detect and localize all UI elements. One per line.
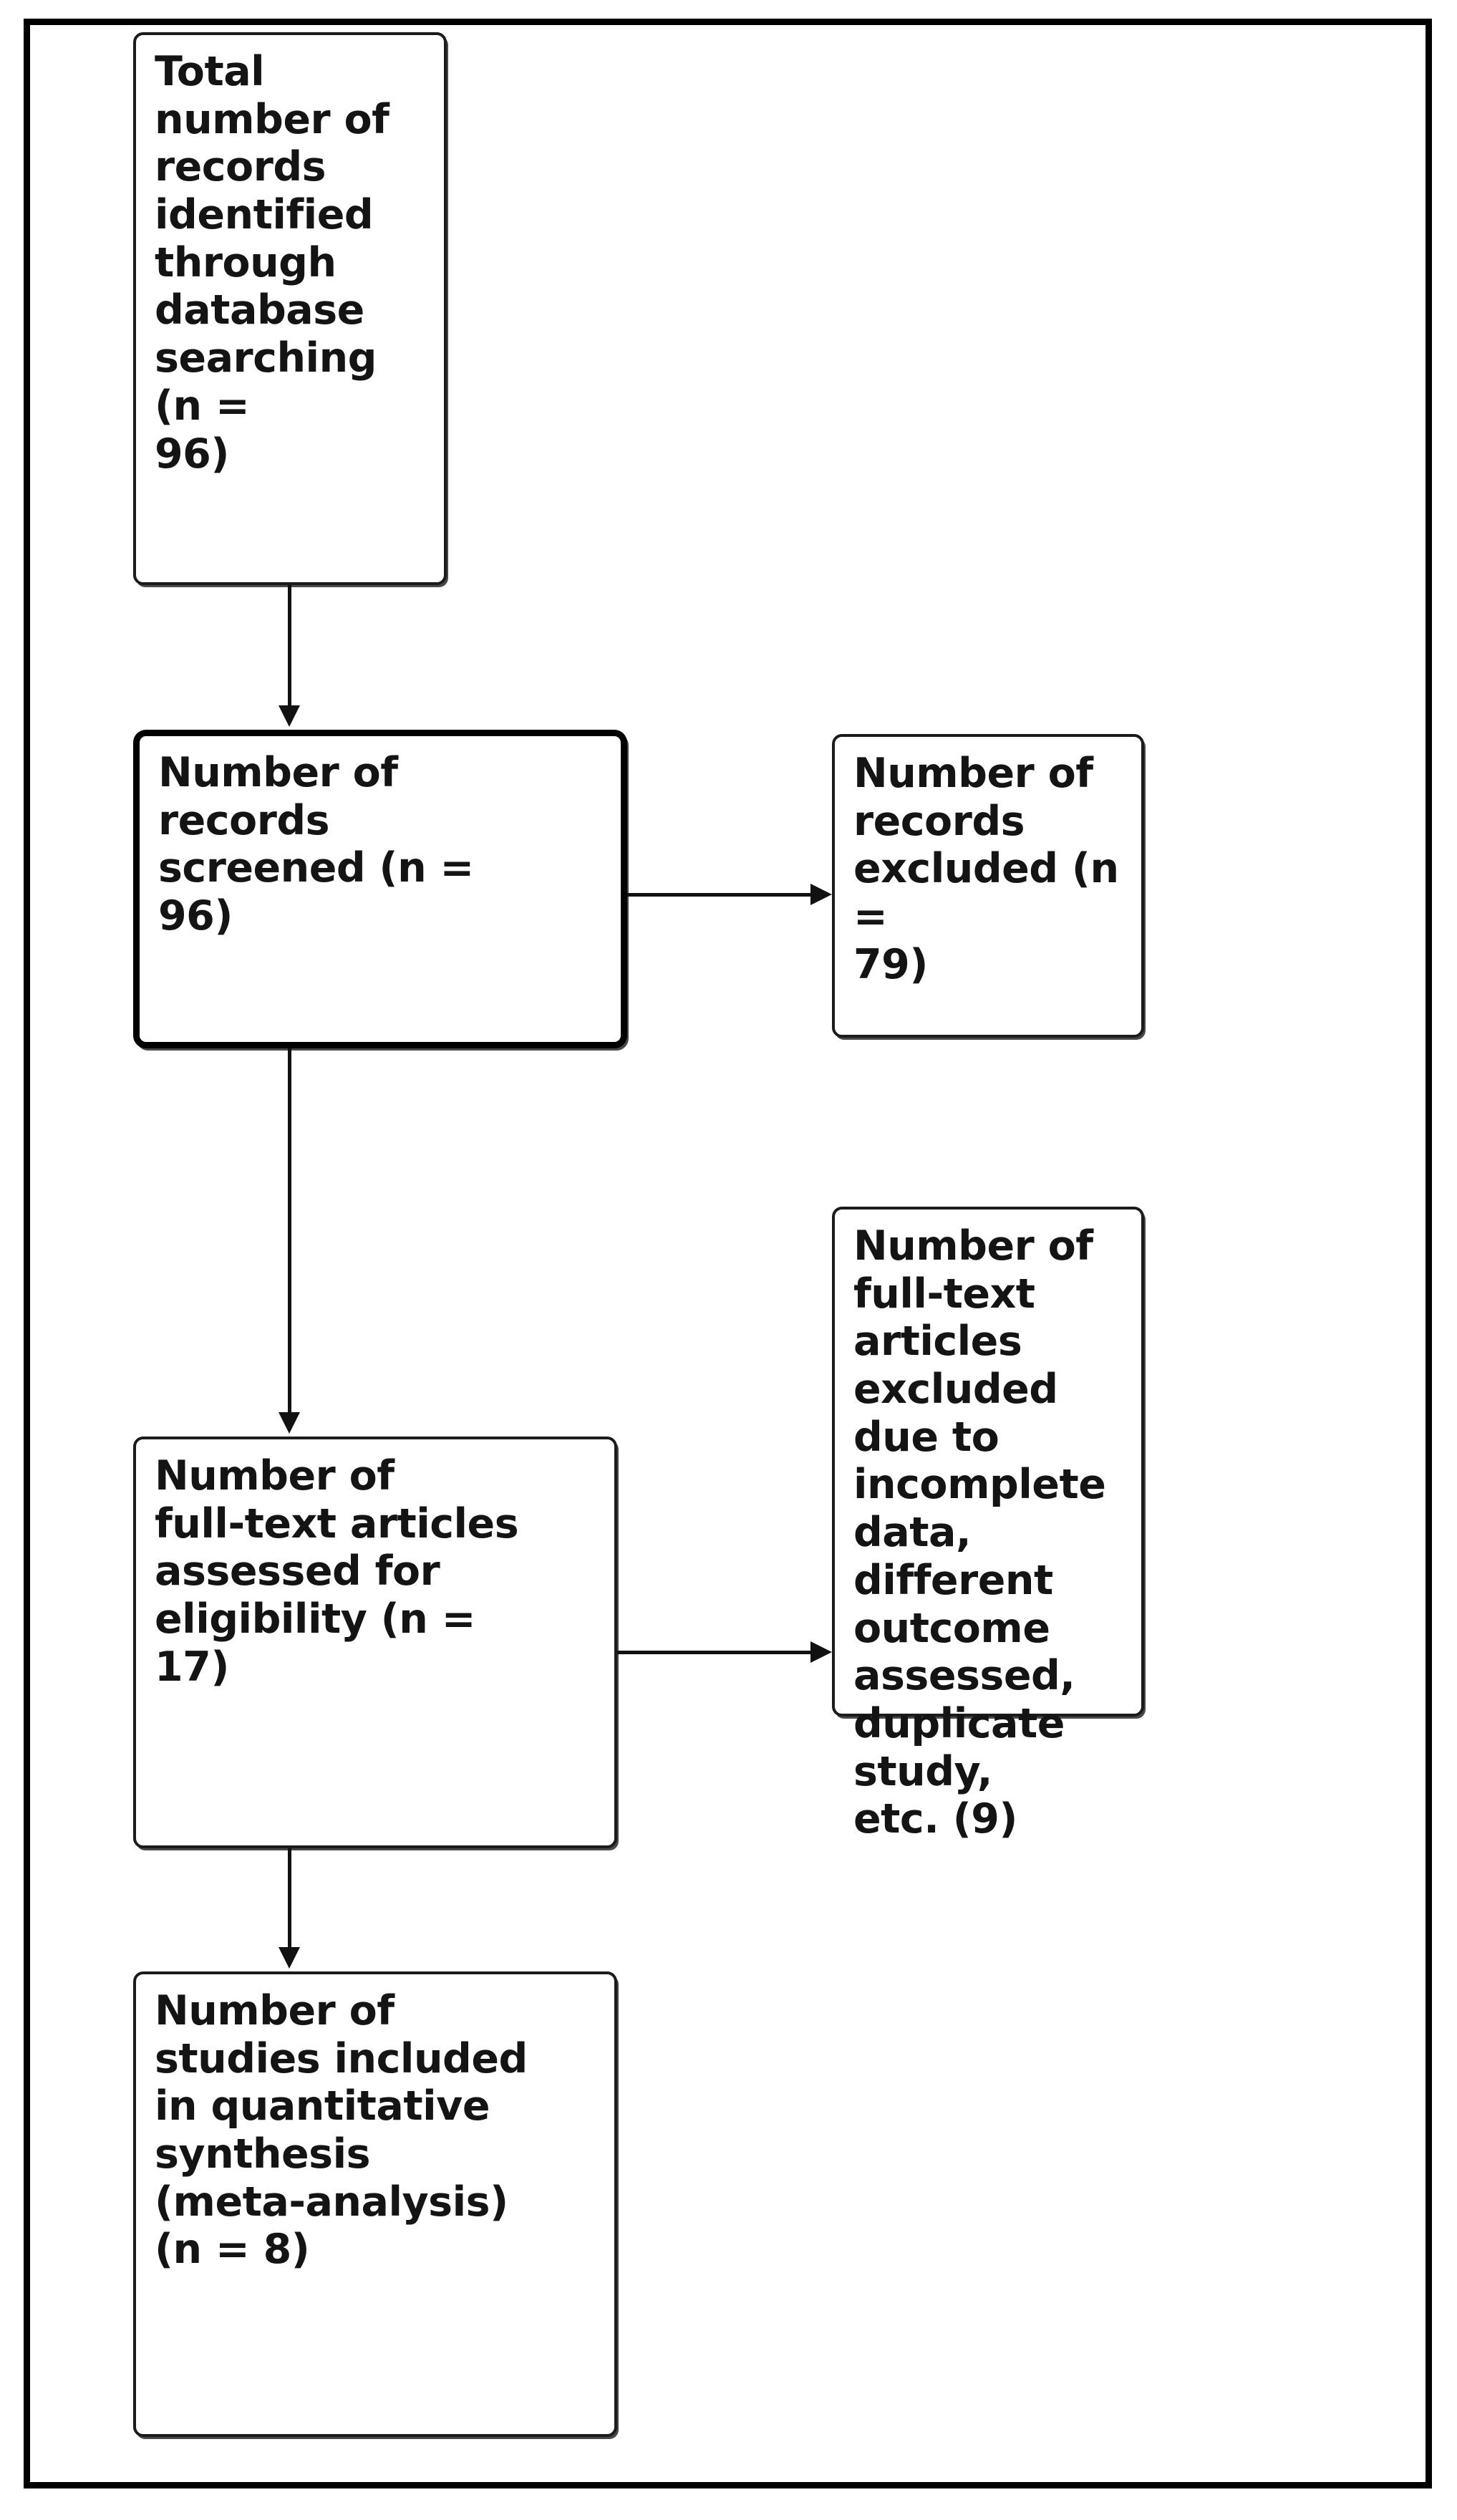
figure-frame: Total number of records identified throu… (24, 19, 1432, 2488)
box-fulltext-excluded[interactable]: Number of full-text articles excluded du… (832, 1207, 1144, 1843)
box-fulltext-assessed-label: Number of full-text articles assessed fo… (155, 1452, 519, 1691)
box-studies-included[interactable]: Number of studies included in quantitati… (133, 1971, 617, 2437)
box-records-screened-label: Number of records screened (n = 96) (158, 749, 474, 940)
box-fulltext-excluded-label: Number of full-text articles excluded du… (853, 1222, 1106, 1843)
connector-identification-to-screening-line (288, 585, 291, 707)
box-records-excluded-label: Number of records excluded (n = 79) (853, 750, 1119, 988)
connector-screening-to-eligibility-line (288, 1048, 291, 1414)
connector-screening-to-excluded-arrowhead (810, 884, 832, 905)
box-records-identified[interactable]: Total number of records identified throu… (133, 32, 447, 585)
box-records-excluded[interactable]: Number of records excluded (n = 79) (832, 734, 1144, 1038)
connector-identification-to-screening-arrowhead (279, 705, 300, 727)
box-studies-included-label: Number of studies included in quantitati… (155, 1987, 528, 2274)
connector-eligibility-to-excluded-line (617, 1651, 815, 1654)
connector-eligibility-to-included-line (288, 1848, 291, 1949)
connector-eligibility-to-excluded-arrowhead (810, 1641, 832, 1663)
box-fulltext-assessed[interactable]: Number of full-text articles assessed fo… (133, 1437, 617, 1848)
connector-screening-to-excluded-line (627, 893, 815, 897)
box-records-screened[interactable]: Number of records screened (n = 96) (133, 730, 627, 1048)
connector-screening-to-eligibility-arrowhead (279, 1412, 300, 1434)
box-records-identified-label: Total number of records identified throu… (155, 48, 389, 478)
connector-eligibility-to-included-arrowhead (279, 1947, 300, 1969)
